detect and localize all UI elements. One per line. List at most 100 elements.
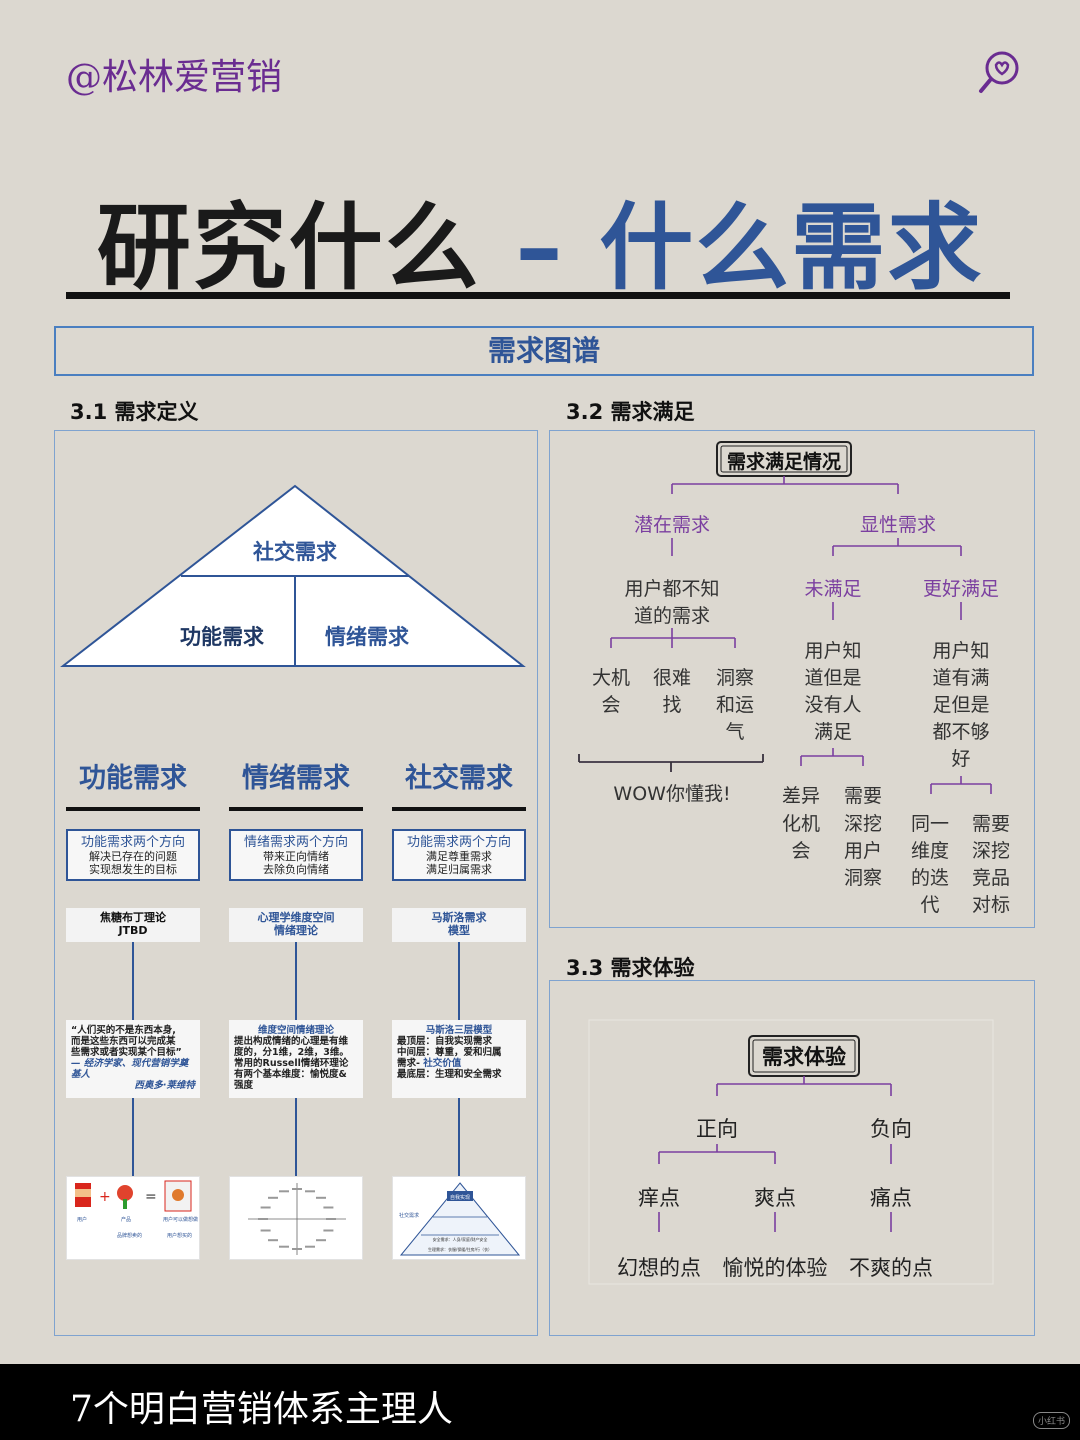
svg-text:=: = [145, 1189, 157, 1205]
column-title: 社交需求 [405, 763, 513, 794]
latent-kid-2b: 找 [662, 694, 681, 716]
unmet-kid-2b: 深挖 [844, 813, 882, 835]
explicit-need: 显性需求 [860, 514, 936, 536]
unmet-kid-2a: 需要 [844, 785, 882, 807]
direction-line: 解决已存在的问题 [89, 850, 177, 863]
satisfaction-tree: 需求满足情况 潜在需求 显性需求 用户都不知 道的需求 未满足 更好满足 大机 … [578, 441, 1010, 916]
panel-need-satisfaction [549, 430, 1035, 928]
column-title: 情绪需求 [242, 763, 350, 794]
connector-line [132, 1098, 134, 1176]
img-label: 用户想买的 [167, 1232, 192, 1239]
img-label: 安全需求：人身/家庭/财产安全 [433, 1236, 488, 1242]
unmet-desc-3: 没有人 [804, 694, 861, 716]
unmet-kid-1c: 会 [791, 840, 810, 862]
needs-pyramid: 社交需求 功能需求 情绪需求 [60, 484, 526, 667]
card-line: 常用的Russell情绪环理论 [234, 1058, 349, 1069]
img-label: 自我实现 [450, 1194, 470, 1201]
better-kid-2d: 对标 [972, 894, 1010, 916]
sat-root: 需求满足情况 [727, 450, 841, 473]
latent-kid-1a: 大机 [592, 667, 630, 689]
theory-line: 心理学维度空间 [257, 911, 335, 924]
img-label: 社交需求 [399, 1212, 419, 1219]
card-line: 最底层：生理和安全需求 [397, 1069, 502, 1080]
theory-line: JTBD [118, 924, 148, 937]
direction-line: 带来正向情绪 [263, 850, 329, 863]
better-kid-1b: 维度 [911, 840, 949, 862]
author-handle: @松林爱营销 [66, 57, 283, 98]
exp-positive: 正向 [696, 1117, 738, 1141]
unmet-kid-1a: 差异 [782, 785, 820, 807]
card-line: 强度 [234, 1080, 254, 1091]
connector-line [458, 1098, 460, 1176]
latent-desc-2: 道的需求 [634, 605, 710, 627]
section-heading-3-1: 3.1 需求定义 [70, 400, 199, 424]
unmet-desc-2: 道但是 [804, 667, 861, 689]
latent-kid-2a: 很难 [653, 667, 691, 689]
page-title: 研究什么 – 什么需求 [96, 194, 984, 303]
img-label: 产品 [121, 1216, 131, 1223]
exp-pain: 痛点 [870, 1186, 912, 1210]
card-line: 提出构成情绪的心理是有维 [234, 1036, 349, 1047]
img-label: 品牌想卖的 [117, 1232, 142, 1239]
better-desc-4: 都不够 [932, 721, 989, 743]
direction-line: 满足归属需求 [426, 863, 492, 876]
card-italic: — 经济学家、现代营销学奠基人 [71, 1058, 189, 1080]
column-rule [66, 807, 200, 811]
theory-card: 维度空间情绪理论提出构成情绪的心理是有维度的，分1维，2维，3维。常用的Russ… [229, 1020, 363, 1098]
card-line: 最顶层：自我实现需求 [397, 1036, 493, 1047]
exp-itch: 痒点 [638, 1186, 680, 1210]
better-desc-1: 用户知 [932, 640, 989, 662]
direction-head: 功能需求两个方向 [80, 835, 185, 850]
column-rule [229, 807, 363, 811]
unmet-desc-4: 满足 [814, 721, 852, 743]
latent-kid-3a: 洞察 [716, 667, 754, 689]
exp-joy-desc: 愉悦的体验 [723, 1256, 828, 1280]
direction-line: 满足尊重需求 [426, 850, 492, 863]
section-heading-3-3: 3.3 需求体验 [566, 956, 695, 980]
illustration-image: +=用户产品品牌想卖的用户可以做想做用户想买的 [66, 1176, 200, 1260]
exp-itch-desc: 幻想的点 [617, 1256, 701, 1280]
better-desc-5: 好 [951, 748, 970, 770]
direction-line: 实现想发生的目标 [89, 863, 177, 876]
exp-root: 需求体验 [762, 1045, 846, 1069]
better-desc-2: 道有满 [932, 667, 989, 689]
latent-need: 潜在需求 [634, 514, 710, 536]
direction-box: 功能需求两个方向满足尊重需求满足归属需求 [392, 829, 526, 881]
card-line: 些需求或者实现某个目标” [71, 1047, 182, 1058]
latent-kid-3b: 和运 [716, 694, 754, 716]
footer-text: 7个明白营销体系主理人 [70, 1389, 453, 1430]
svg-text:+: + [99, 1189, 111, 1205]
panel-need-experience [549, 980, 1035, 1336]
better-kid-2c: 竞品 [972, 867, 1010, 889]
connector-line [295, 942, 297, 1020]
unmet-kid-2c: 用户 [844, 840, 882, 862]
connector-line [295, 1098, 297, 1176]
unmet-need: 未满足 [804, 578, 861, 600]
theory-line: 模型 [448, 924, 470, 937]
exp-pain-desc: 不爽的点 [849, 1256, 933, 1280]
section-heading-3-2: 3.2 需求满足 [566, 400, 695, 424]
panel-need-definition [54, 430, 538, 1336]
connector-line [458, 942, 460, 1020]
card-line: 有两个基本维度：愉悦度& [234, 1069, 347, 1080]
card-line: “人们买的不是东西本身, [71, 1025, 176, 1036]
latent-desc-1: 用户都不知 [624, 578, 719, 600]
theory-line: 情绪理论 [274, 924, 318, 937]
illustration-image [229, 1176, 363, 1260]
card-head: 马斯洛三层模型 [425, 1025, 493, 1036]
img-label: 用户 [77, 1216, 87, 1223]
card-line: 而是这些东西可以完成某 [71, 1036, 176, 1047]
card-mid-b: 社交价值 [423, 1058, 462, 1069]
pyramid-top-label: 社交需求 [252, 540, 337, 564]
card-mid-line: 需求- 社交价值 [397, 1058, 521, 1069]
latent-kid-1b: 会 [601, 694, 620, 716]
latent-kid-3c: 气 [725, 721, 744, 743]
theory-card: 马斯洛三层模型最顶层：自我实现需求中间层：尊重，爱和归属需求- 社交价值最底层：… [392, 1020, 526, 1098]
better-kid-1d: 代 [920, 894, 939, 916]
img-label: 生理需求：衣服/保暖/住房/行（衣） [428, 1246, 492, 1252]
direction-head: 功能需求两个方向 [406, 835, 511, 850]
illustration-image: 自我实现社交需求安全需求：人身/家庭/财产安全生理需求：衣服/保暖/住房/行（衣… [392, 1176, 526, 1260]
theory-line: 马斯洛需求 [431, 911, 487, 924]
card-head: 维度空间情绪理论 [257, 1025, 334, 1036]
